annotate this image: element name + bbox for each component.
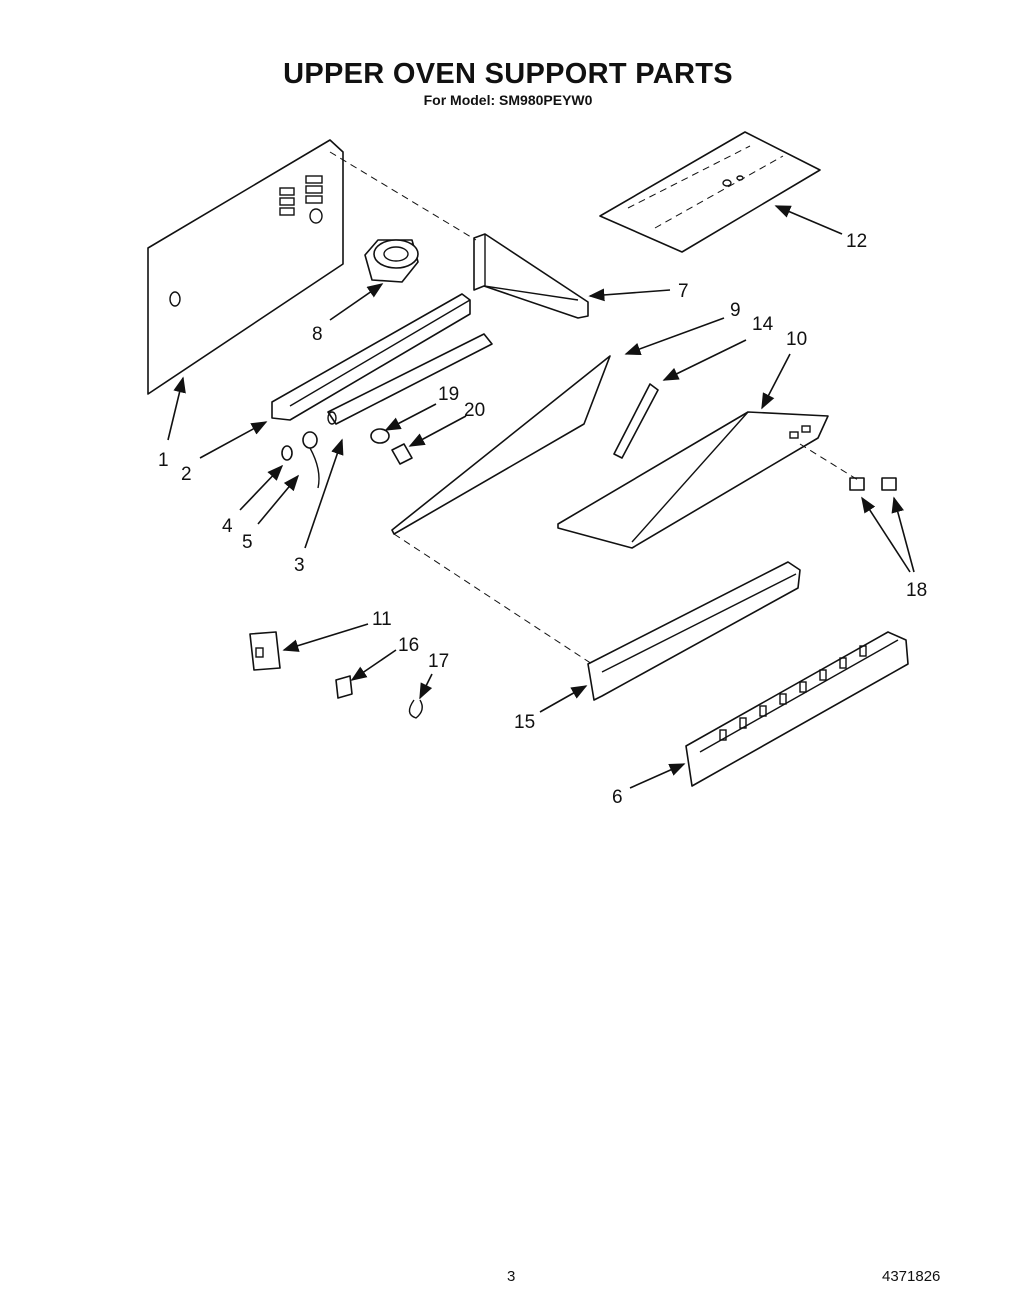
callout-2: 2	[181, 464, 192, 485]
leader-9	[624, 317, 725, 356]
part-14-strip	[613, 383, 659, 459]
leader-1	[167, 376, 186, 441]
leader-4	[239, 464, 284, 511]
leader-6	[629, 763, 686, 789]
callout-5: 5	[242, 532, 253, 553]
small-hardware	[281, 428, 413, 489]
callout-7: 7	[678, 281, 689, 302]
callout-9: 9	[730, 300, 741, 321]
page-title: UPPER OVEN SUPPORT PARTS	[283, 58, 733, 90]
leader-12	[774, 205, 843, 235]
callout-12: 12	[846, 231, 867, 252]
assembly-line-panel	[329, 151, 477, 241]
assembly-line-clips	[799, 443, 859, 481]
leader-15	[539, 685, 588, 713]
callout-11: 11	[372, 609, 392, 630]
document-number: 4371826	[882, 1268, 941, 1285]
part-2-lamp-channel	[271, 293, 471, 421]
callout-4: 4	[222, 516, 233, 537]
callout-18: 18	[906, 580, 927, 601]
callout-14: 14	[752, 314, 774, 335]
leader-18b	[891, 496, 915, 573]
part-3-lamp-tube	[327, 333, 493, 425]
part-1-back-panel	[147, 139, 344, 395]
leader-10	[761, 353, 791, 410]
leader-3	[304, 438, 344, 549]
model-subtitle: For Model: SM980PEYW0	[423, 92, 593, 108]
assembly-line-rail	[393, 533, 593, 665]
callout-3: 3	[294, 555, 305, 576]
part-16-17-hardware	[335, 675, 423, 719]
leader-17	[419, 673, 433, 700]
leader-2	[199, 421, 268, 459]
leader-20	[408, 415, 467, 447]
part-8-blower	[364, 239, 419, 283]
leader-8	[329, 283, 384, 321]
callout-10: 10	[786, 329, 807, 350]
callout-6: 6	[612, 787, 623, 808]
part-10-tray	[557, 411, 829, 549]
part-11-switch	[249, 631, 281, 671]
part-9-insulation	[391, 355, 611, 535]
leader-19	[384, 403, 437, 431]
leader-14	[662, 339, 747, 381]
part-15-rail	[587, 561, 801, 701]
leader-16	[350, 649, 397, 681]
part-6-vent-panel	[685, 631, 909, 787]
callout-17: 17	[428, 651, 449, 672]
page-number: 3	[507, 1268, 516, 1285]
leader-7	[588, 288, 671, 302]
callout-15: 15	[514, 712, 535, 733]
part-18-clips	[849, 477, 897, 491]
callout-19: 19	[438, 384, 459, 405]
part-7-bracket	[473, 233, 589, 319]
part-12-cover-plate	[599, 131, 821, 253]
leader-18a	[861, 496, 911, 573]
callout-8: 8	[312, 324, 323, 345]
leader-11	[282, 623, 369, 652]
callout-20: 20	[464, 400, 485, 421]
leader-5	[257, 474, 300, 525]
callout-16: 16	[398, 635, 419, 656]
callout-1: 1	[158, 450, 169, 471]
